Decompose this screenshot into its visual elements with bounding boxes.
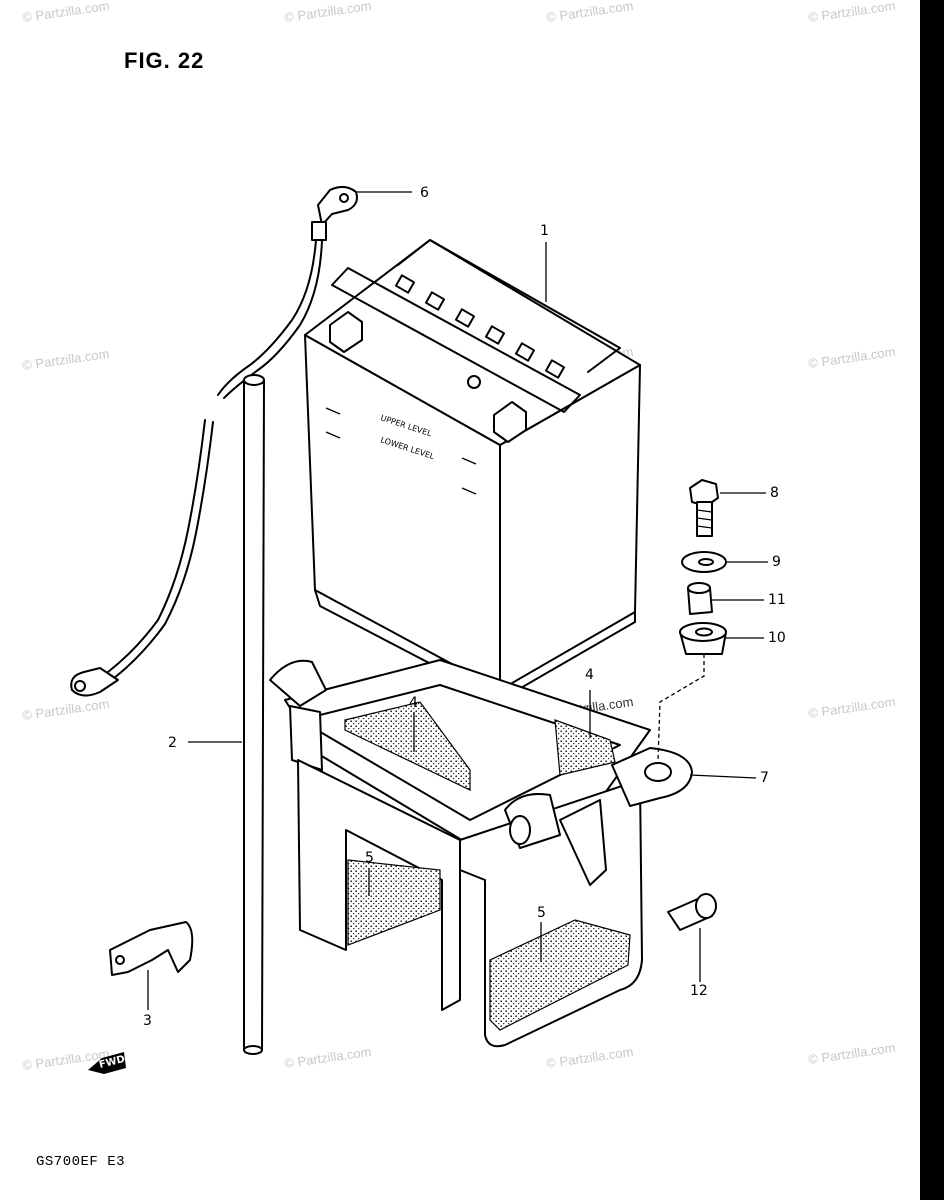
callout-7: 7 bbox=[760, 770, 769, 786]
callout-10: 10 bbox=[768, 630, 786, 646]
clamp-part bbox=[109, 921, 194, 976]
callout-8: 8 bbox=[770, 485, 779, 501]
model-code: GS700EF E3 bbox=[36, 1154, 126, 1170]
bolt-part bbox=[689, 479, 719, 537]
pad-part bbox=[344, 701, 471, 791]
pad-part bbox=[347, 859, 441, 946]
callout-12: 12 bbox=[690, 983, 708, 999]
callout-2: 2 bbox=[168, 735, 177, 751]
spacer-part bbox=[687, 582, 713, 615]
forward-arrow-icon: FWD bbox=[88, 1052, 126, 1074]
page-edge-band bbox=[920, 0, 944, 1200]
leader-lines bbox=[147, 191, 768, 1010]
pad-part bbox=[554, 719, 616, 776]
cushion-part bbox=[679, 622, 727, 655]
battery-cable-part bbox=[70, 186, 358, 697]
callout-5: 5 bbox=[537, 905, 546, 921]
callout-4: 4 bbox=[585, 667, 594, 683]
battery-case-part bbox=[269, 659, 693, 1048]
exploded-view-drawing: UPPER LEVEL LOWER LEVEL bbox=[70, 186, 768, 1074]
callout-5: 5 bbox=[365, 850, 374, 866]
breather-tube-part bbox=[243, 374, 265, 1055]
callout-6: 6 bbox=[420, 185, 429, 201]
callout-3: 3 bbox=[143, 1013, 152, 1029]
battery-part: UPPER LEVEL LOWER LEVEL bbox=[304, 239, 641, 701]
figure-title: FIG. 22 bbox=[124, 48, 205, 73]
callout-4: 4 bbox=[409, 695, 418, 711]
callout-9: 9 bbox=[772, 554, 781, 570]
pad-part bbox=[489, 919, 631, 1031]
callout-1: 1 bbox=[540, 223, 549, 239]
callout-11: 11 bbox=[768, 592, 786, 608]
washer-part bbox=[681, 551, 727, 573]
spacer-part bbox=[667, 893, 717, 931]
